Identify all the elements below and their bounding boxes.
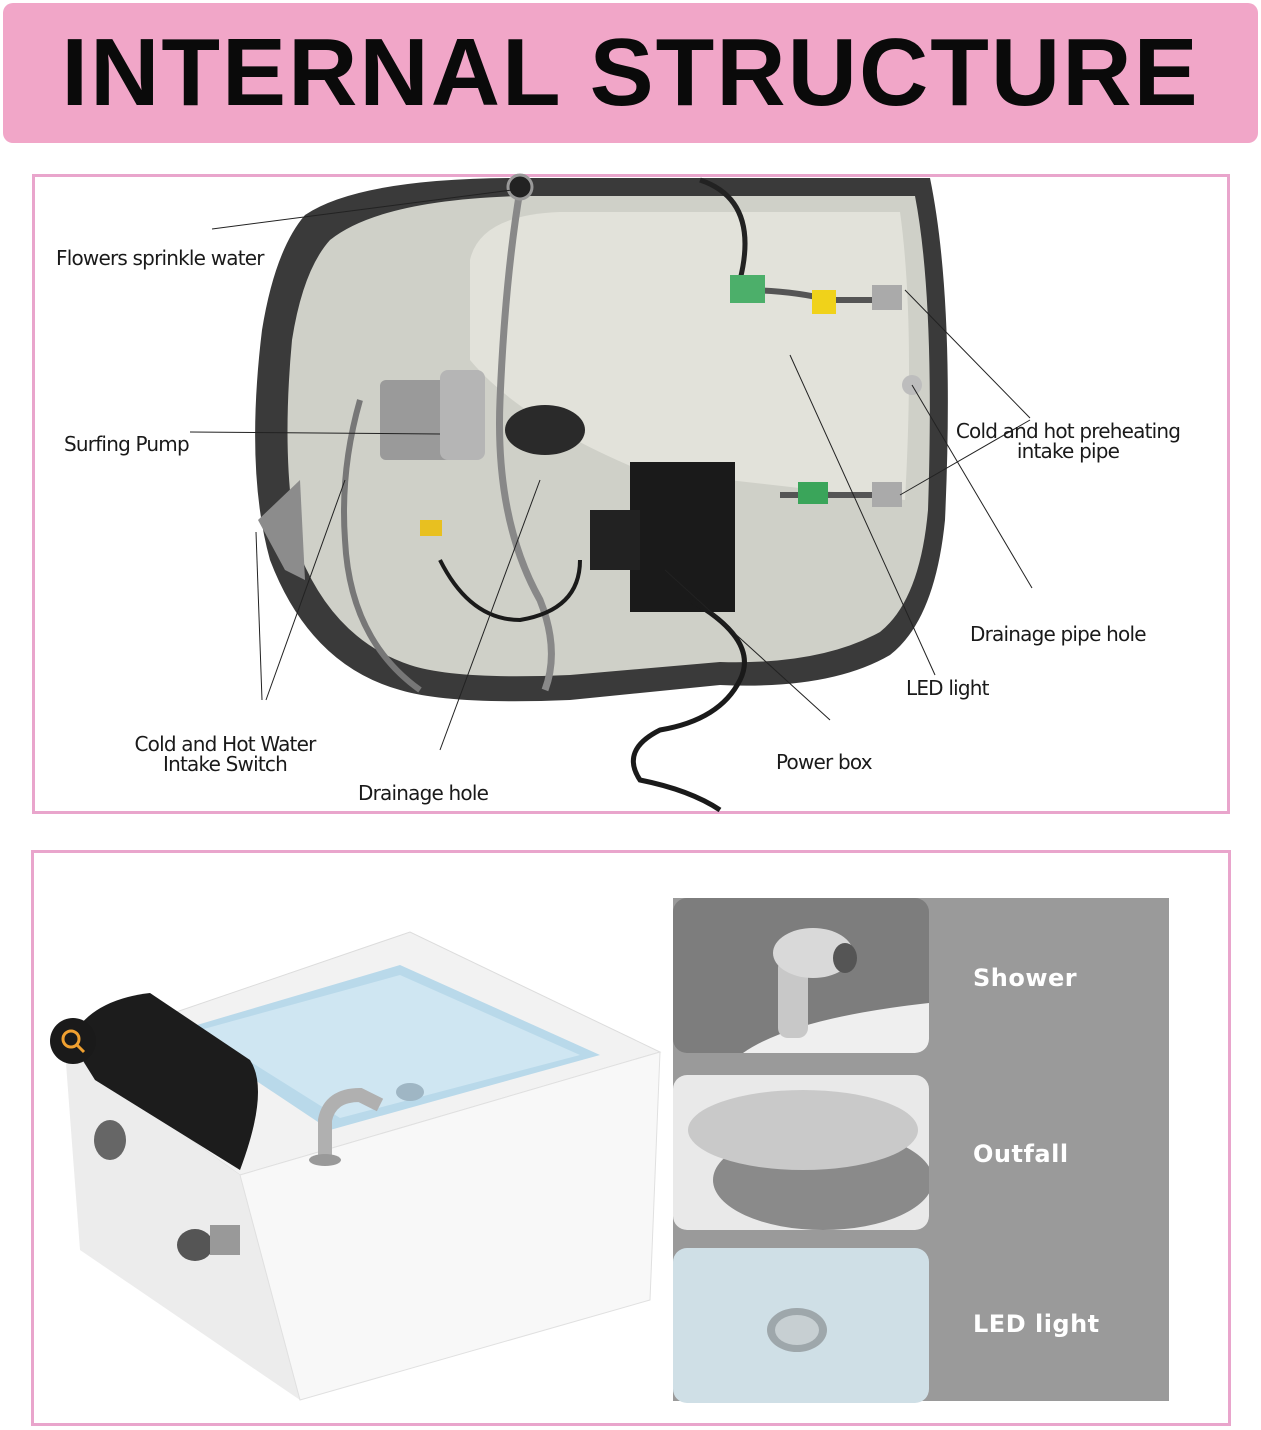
led-light-thumbnail xyxy=(673,1248,929,1403)
label-led-light: LED light xyxy=(906,676,989,700)
label-flowers-sprinkle-water: Flowers sprinkle water xyxy=(56,246,265,270)
feature-label-outfall: Outfall xyxy=(973,1140,1069,1168)
label-cold-hot-preheating-line2: intake pipe xyxy=(1016,439,1120,463)
label-cold-hot-preheating-line1: Cold and hot preheating xyxy=(955,419,1181,443)
label-cold-hot-switch-line2: Intake Switch xyxy=(163,752,288,776)
outfall-image xyxy=(673,1075,929,1230)
outfall-thumbnail xyxy=(673,1075,929,1230)
page-title: INTERNAL STRUCTURE xyxy=(61,19,1200,126)
label-power-box: Power box xyxy=(776,750,873,774)
label-cold-hot-switch: Cold and Hot Water Intake Switch xyxy=(118,734,332,774)
label-cold-hot-switch-line1: Cold and Hot Water xyxy=(134,732,317,756)
zoom-button[interactable] xyxy=(50,1018,96,1064)
label-drainage-hole: Drainage hole xyxy=(358,781,489,805)
shower-image xyxy=(743,928,929,1053)
label-drainage-pipe-hole: Drainage pipe hole xyxy=(970,622,1147,646)
label-cold-hot-preheating: Cold and hot preheating intake pipe xyxy=(948,421,1188,461)
led-light-image xyxy=(767,1308,827,1352)
feature-label-led-light: LED light xyxy=(973,1310,1100,1338)
magnifier-icon xyxy=(61,1029,86,1054)
feature-label-shower: Shower xyxy=(973,964,1078,992)
shower-thumbnail xyxy=(673,898,929,1053)
title-banner: INTERNAL STRUCTURE xyxy=(3,3,1258,143)
label-surfing-pump: Surfing Pump xyxy=(64,432,190,456)
